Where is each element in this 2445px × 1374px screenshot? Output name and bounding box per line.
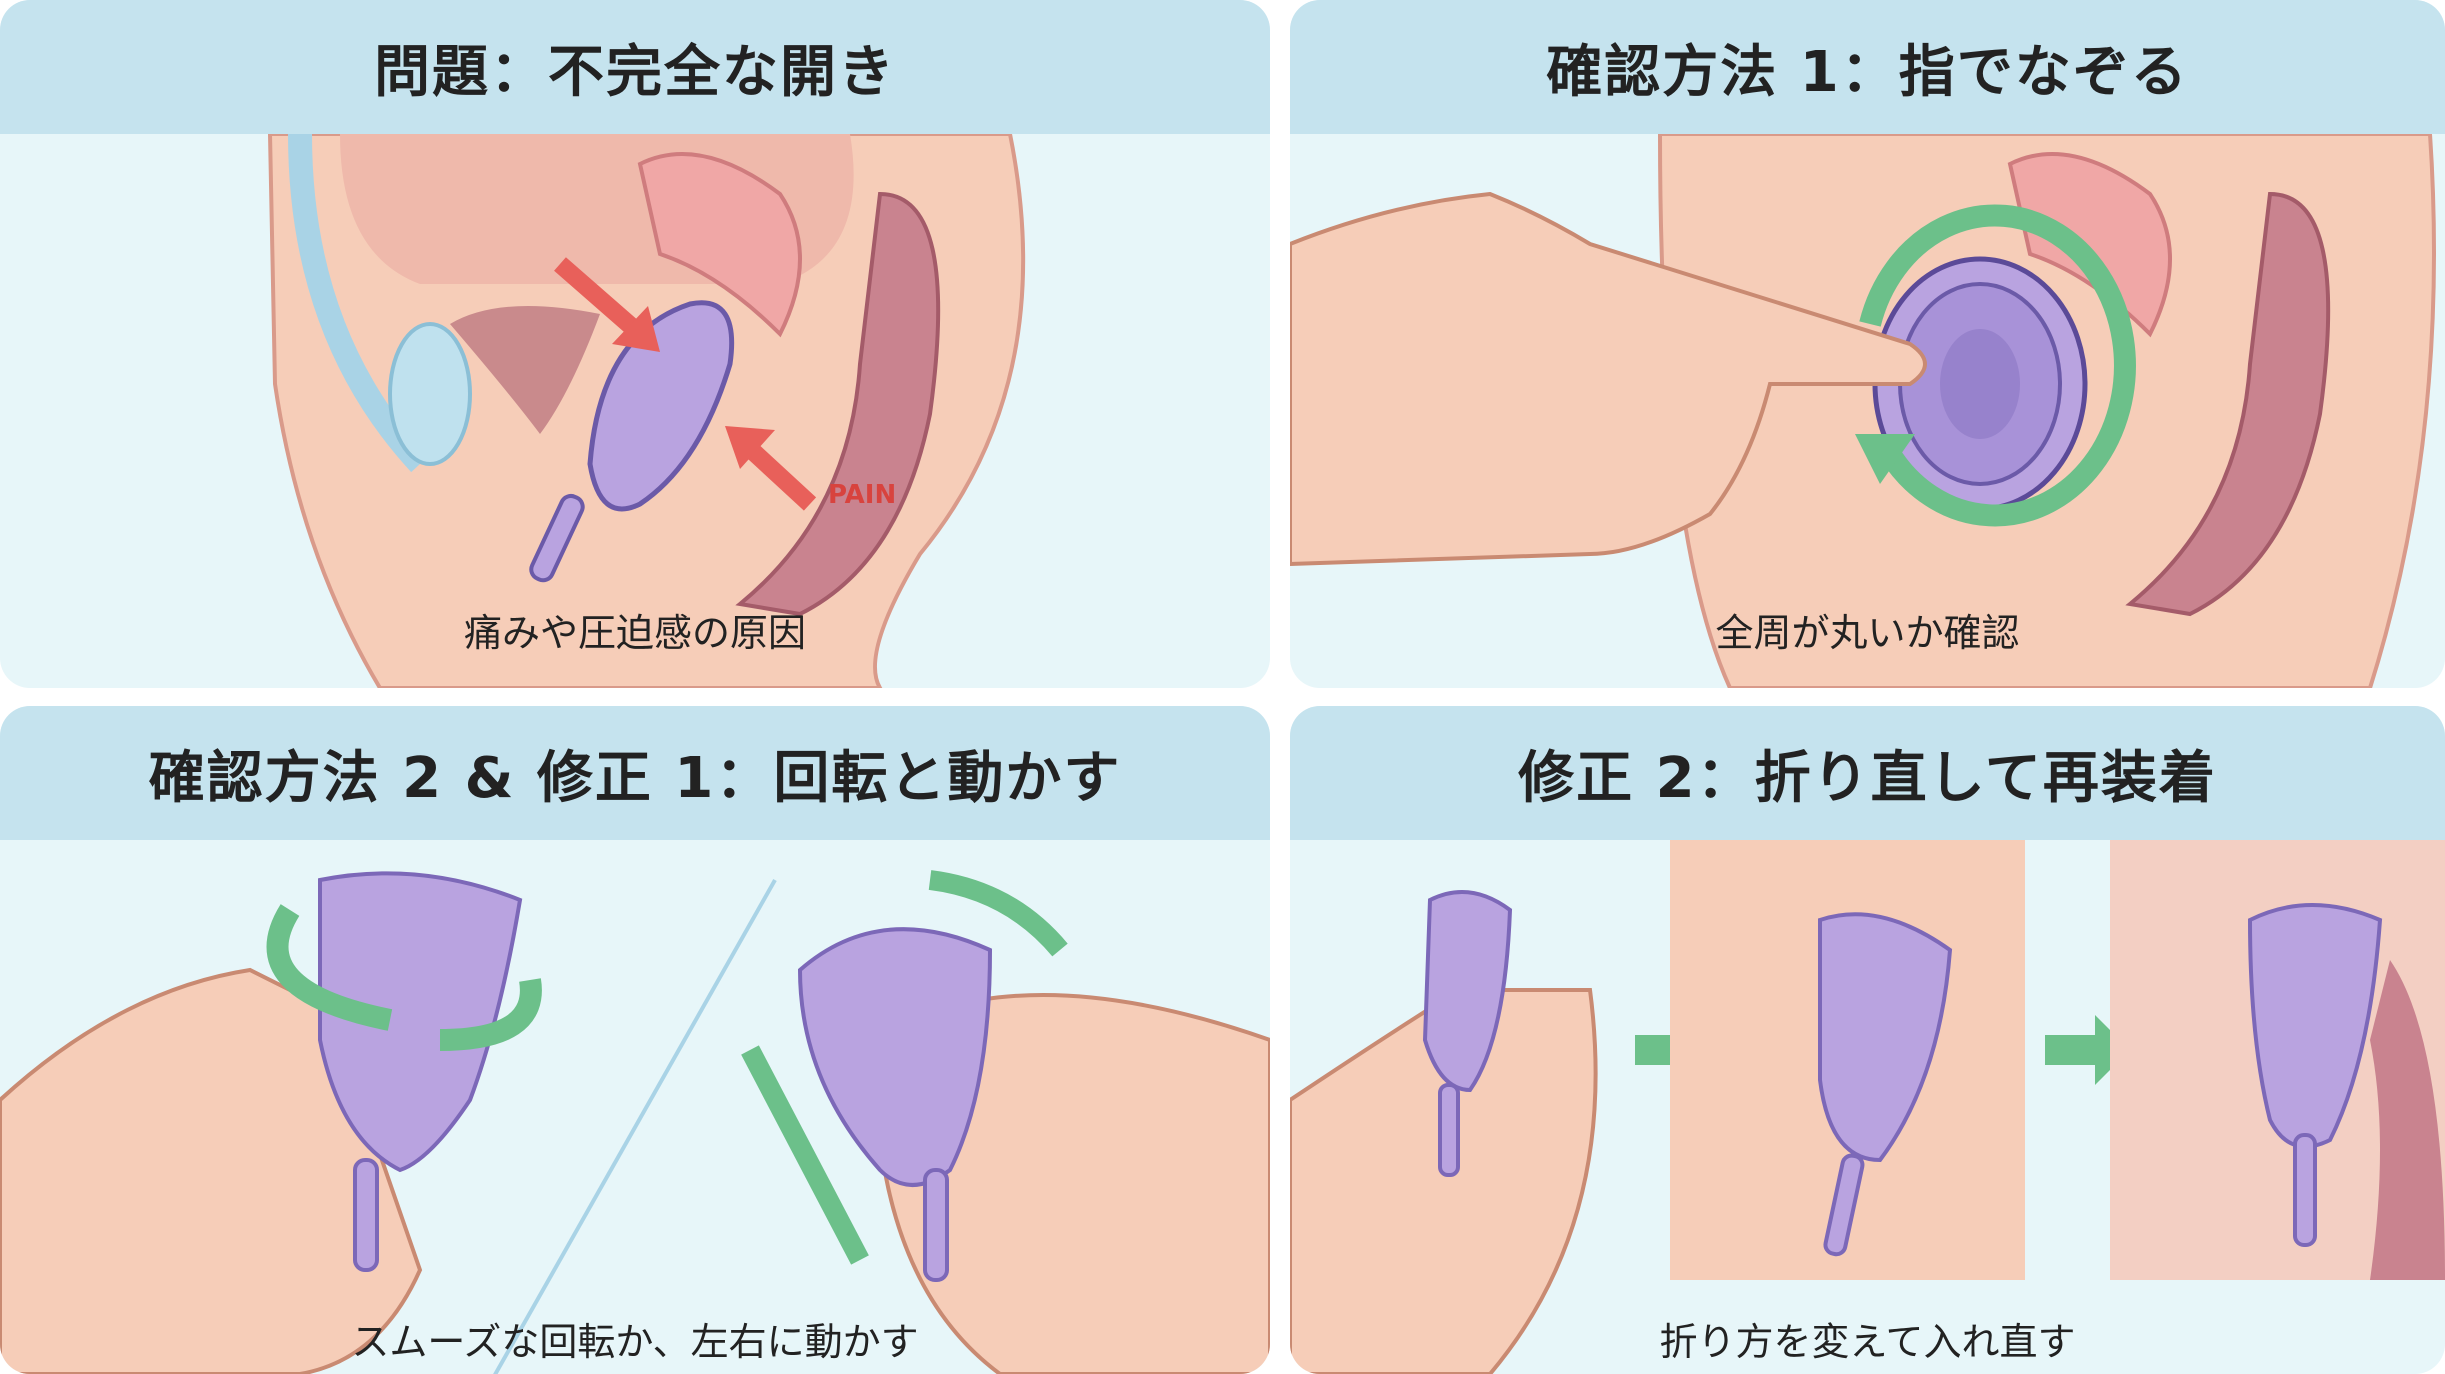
- cup-right: [797, 927, 993, 1282]
- rotate-move-illustration: [0, 840, 1270, 1374]
- move-arrow-icon: [741, 1045, 869, 1265]
- panel-check-finger: 確認方法 1：指でなぞる 全周が丸いか確認: [1290, 0, 2445, 688]
- panel-caption: 全周が丸いか確認: [1715, 611, 2020, 655]
- panel-title: 問題：不完全な開き: [374, 39, 896, 105]
- hand: [1290, 191, 1927, 567]
- refold-illustration: [1290, 840, 2445, 1374]
- panel-check-rotate: 確認方法 2 & 修正 1：回転と動かす スムーズな回転か、左右に動かす: [0, 706, 1270, 1374]
- panel-header: 確認方法 2 & 修正 1：回転と動かす: [0, 706, 1270, 840]
- panel-header: 問題：不完全な開き: [0, 0, 1270, 134]
- finger-check-illustration: [1290, 134, 2445, 688]
- arrow-right-icon: [2045, 1015, 2130, 1085]
- panel-caption: スムーズな回転か、左右に動かす: [351, 1320, 919, 1364]
- inserted-cup: [2247, 903, 2383, 1247]
- panel-title: 確認方法 2 & 修正 1：回転と動かす: [148, 745, 1122, 811]
- panel-title: 修正 2：折り直して再装着: [1518, 745, 2217, 811]
- panel-header: 修正 2：折り直して再装着: [1290, 706, 2445, 840]
- pressure-arrow-bottom: [725, 426, 817, 511]
- panel-caption: 折り方を変えて入れ直す: [1659, 1320, 2076, 1364]
- cup-top-view: [1872, 256, 2088, 512]
- panel-caption: 痛みや圧迫感の原因: [463, 611, 806, 655]
- rotation-arrow-icon: [1859, 204, 2136, 527]
- panel-header: 確認方法 1：指でなぞる: [1290, 0, 2445, 134]
- anatomy-illustration: PAIN: [0, 134, 1270, 688]
- panel-title: 確認方法 1：指でなぞる: [1546, 39, 2189, 105]
- panel-refold: 修正 2：折り直して再装着 折り方を変えて入れ直す: [1290, 706, 2445, 1374]
- cup-left: [318, 871, 523, 1272]
- pain-label: PAIN: [828, 480, 897, 510]
- unfolding-cup: [1818, 912, 1953, 1257]
- pressure-arrow-top: [554, 257, 660, 352]
- tilt-arrow-icon: [928, 870, 1068, 957]
- rotate-arrow-icon: [266, 904, 393, 1031]
- panel-problem: 問題：不完全な開き PAIN 痛みや圧迫感の原因: [0, 0, 1270, 688]
- folded-cup: [1422, 890, 1513, 1177]
